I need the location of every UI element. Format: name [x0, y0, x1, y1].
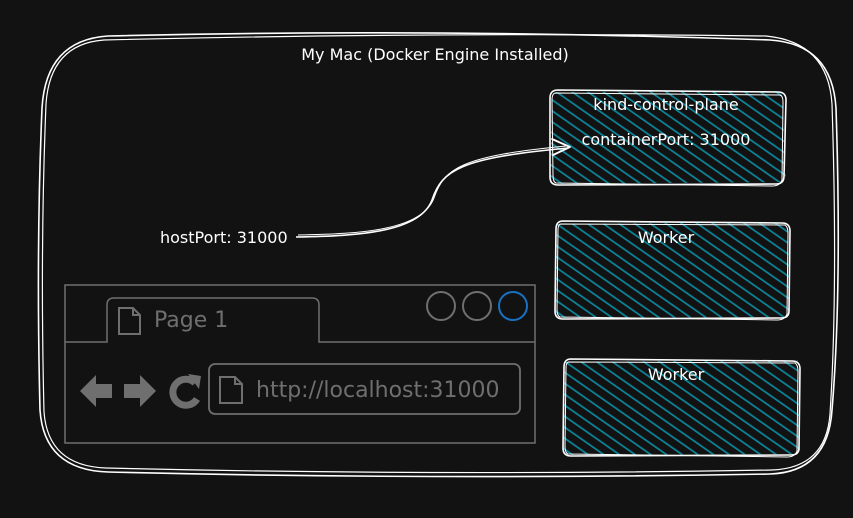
control-plane-title: kind-control-plane [593, 95, 739, 114]
worker-2-title: Worker [647, 365, 705, 384]
worker-node-2 [562, 358, 801, 458]
tab-page-1[interactable] [118, 307, 141, 335]
browser-window [64, 284, 536, 444]
forward-arrow-icon[interactable] [124, 375, 156, 407]
control-plane-node [549, 89, 787, 187]
worker-1-title: Worker [637, 228, 695, 247]
host-machine-box [37, 32, 840, 478]
tab-label[interactable]: Page 1 [154, 308, 229, 333]
back-arrow-icon[interactable] [80, 375, 112, 407]
container-port-label: containerPort: 31000 [581, 130, 751, 149]
window-button[interactable] [426, 291, 456, 321]
address-input[interactable]: http://localhost:31000 [256, 378, 500, 403]
worker-node-1 [554, 220, 791, 321]
host-port-label: hostPort: 31000 [160, 228, 288, 247]
document-icon [219, 376, 243, 404]
port-mapping-arrow [295, 138, 571, 238]
host-title: My Mac (Docker Engine Installed) [301, 45, 569, 64]
window-button[interactable] [462, 291, 492, 321]
address-bar[interactable] [208, 363, 521, 415]
window-button-active[interactable] [498, 291, 528, 321]
reload-icon[interactable] [169, 374, 201, 409]
document-icon [118, 307, 141, 335]
